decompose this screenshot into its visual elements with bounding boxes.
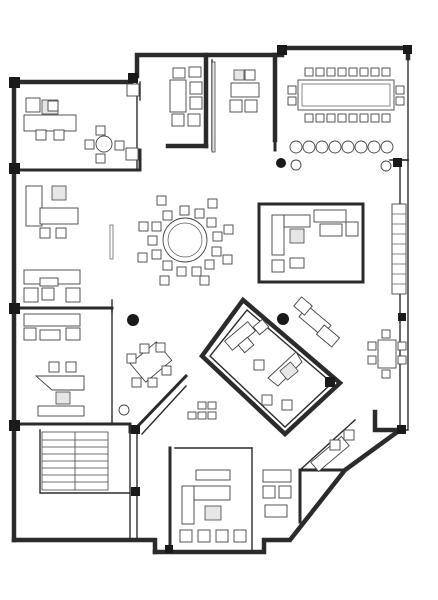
office-bottom xyxy=(179,469,247,543)
office-top-left xyxy=(23,83,140,164)
right-dining-table xyxy=(367,329,407,379)
stairwell xyxy=(41,431,109,491)
structural-columns xyxy=(9,45,412,553)
coffee-seating-center xyxy=(187,401,217,420)
office-mid-left xyxy=(23,313,85,417)
dining-area xyxy=(118,341,173,416)
executive-office xyxy=(271,209,359,273)
angled-office-walls xyxy=(199,296,344,438)
office-top-mid xyxy=(169,61,260,153)
angled-office-furniture xyxy=(224,296,341,411)
boardroom xyxy=(287,67,405,172)
office-bottom-right xyxy=(262,429,355,518)
right-bench-seating xyxy=(391,203,407,295)
lounge-left xyxy=(23,185,81,303)
round-conference-table xyxy=(109,195,234,286)
